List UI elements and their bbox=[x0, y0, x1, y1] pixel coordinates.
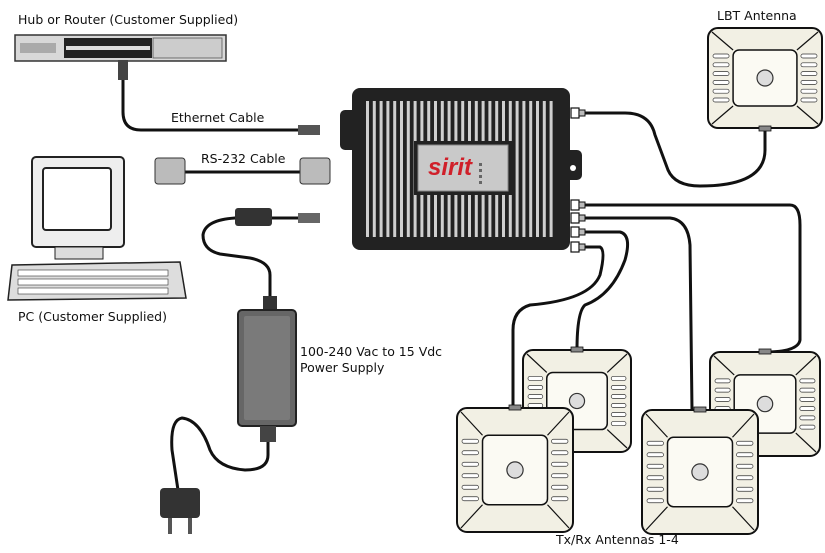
antenna-1-cable bbox=[583, 203, 802, 354]
power-ac-cable bbox=[170, 416, 270, 492]
fin bbox=[400, 101, 403, 237]
rs232-connectors bbox=[154, 157, 331, 185]
lbt-antenna-label: LBT Antenna bbox=[717, 8, 797, 23]
rfid-reader: sirit bbox=[340, 88, 582, 250]
rs232-label: RS-232 Cable bbox=[201, 151, 286, 166]
lbt-port bbox=[570, 107, 586, 119]
ethernet-label: Ethernet Cable bbox=[171, 110, 265, 125]
antenna-port-4 bbox=[570, 241, 586, 253]
fin bbox=[372, 101, 376, 237]
fin bbox=[386, 101, 390, 237]
fin bbox=[542, 101, 546, 237]
lbt-antenna bbox=[707, 27, 823, 132]
hub-label: Hub or Router (Customer Supplied) bbox=[18, 12, 238, 27]
fin bbox=[536, 101, 539, 237]
lbt-antenna-cable bbox=[583, 111, 767, 188]
power-dc-cable bbox=[201, 216, 272, 302]
antenna-port-3 bbox=[570, 226, 586, 238]
pc-label: PC (Customer Supplied) bbox=[18, 309, 167, 324]
antenna-4-cable bbox=[511, 245, 605, 410]
cables bbox=[121, 78, 802, 492]
antenna-ports bbox=[570, 107, 586, 253]
pc bbox=[7, 156, 187, 301]
antenna-3-cable bbox=[575, 230, 630, 352]
hub-router bbox=[14, 34, 227, 80]
antenna-port-1 bbox=[570, 199, 586, 211]
antenna-port-2 bbox=[570, 212, 586, 224]
fin bbox=[366, 101, 369, 237]
txrx-antenna-4 bbox=[456, 404, 574, 533]
fin bbox=[406, 101, 410, 237]
antennas bbox=[456, 27, 823, 535]
txrx-antenna-2 bbox=[641, 406, 759, 535]
fin bbox=[549, 101, 553, 237]
power-label-line2: Power Supply bbox=[300, 360, 385, 375]
power-label-line1: 100-240 Vac to 15 Vdc bbox=[300, 344, 442, 359]
power-supply bbox=[160, 208, 320, 534]
reader-logo: sirit bbox=[428, 154, 473, 181]
ethernet-connector bbox=[298, 125, 320, 135]
fin bbox=[522, 101, 526, 237]
reader-label-plate bbox=[417, 144, 509, 192]
ethernet-cable bbox=[121, 78, 302, 132]
fin bbox=[393, 101, 397, 237]
txrx-antennas-label: Tx/Rx Antennas 1-4 bbox=[555, 532, 679, 547]
fin bbox=[515, 101, 519, 237]
fin bbox=[529, 101, 533, 237]
fin bbox=[379, 101, 383, 237]
antenna-2-cable bbox=[583, 216, 694, 412]
